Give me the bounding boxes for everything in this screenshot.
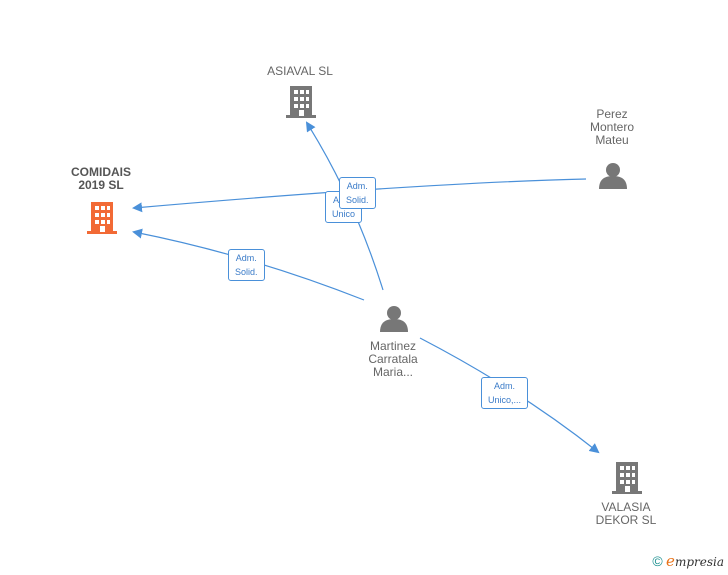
brand-initial: e — [666, 552, 675, 570]
building-icon[interactable] — [286, 86, 316, 118]
edge-label-perez-comidais: Adm. Solid. — [339, 177, 376, 209]
copyright-icon: © — [652, 553, 663, 569]
node-label-valasia[interactable]: VALASIA DEKOR SL — [595, 500, 657, 527]
building-icon[interactable] — [87, 202, 117, 234]
edge-label-martinez-comidais: Adm. Solid. — [228, 249, 265, 281]
edge-label-martinez-valasia: Adm. Unico,... — [481, 377, 529, 409]
empresia-logo: empresia — [666, 552, 724, 570]
node-label-comidais[interactable]: COMIDAIS 2019 SL — [71, 165, 131, 192]
node-label-perez[interactable]: Perez Montero Mateu — [589, 107, 635, 147]
footer-brand: © empresia — [652, 552, 724, 570]
person-icon[interactable] — [599, 163, 627, 189]
brand-rest: mpresia — [674, 555, 724, 569]
node-label-martinez[interactable]: Martinez Carratala Maria... — [368, 339, 418, 379]
building-icon[interactable] — [612, 462, 642, 494]
node-label-asiaval[interactable]: ASIAVAL SL — [267, 64, 333, 78]
edge-perez-comidais — [132, 178, 587, 213]
person-icon[interactable] — [380, 306, 408, 332]
